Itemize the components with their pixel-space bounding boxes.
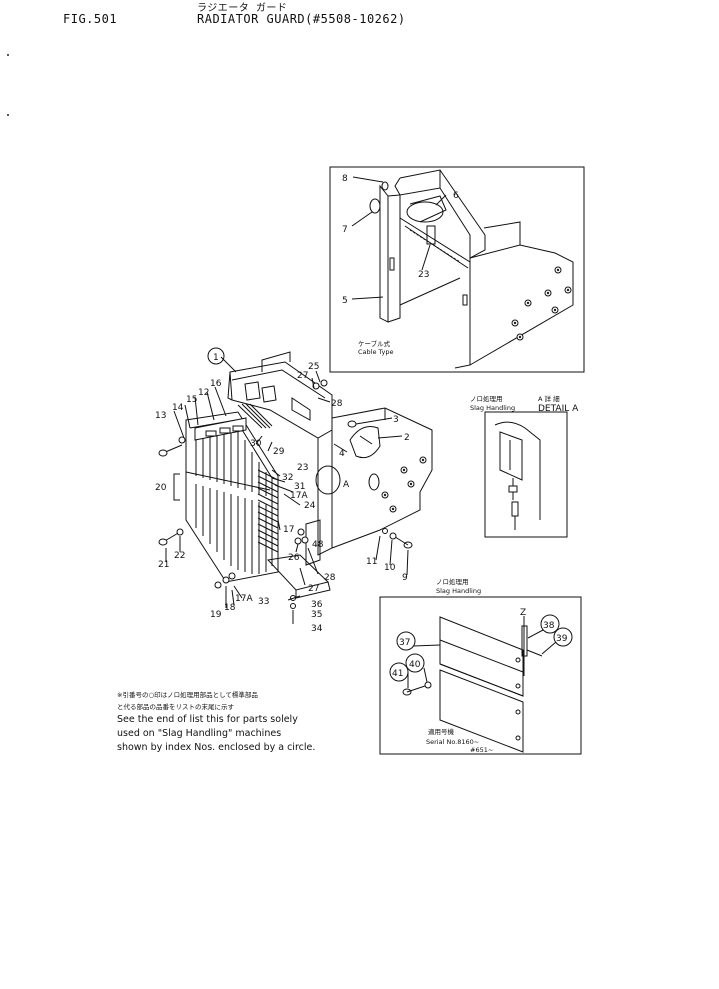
axis-z-label: Z	[520, 608, 526, 618]
callout-20: 19	[210, 610, 222, 620]
caption-en-line-1: See the end of list this for parts solel…	[117, 714, 298, 725]
callout-29-top: 28	[331, 399, 343, 409]
serial-number-range: Serial No.8160~	[426, 738, 479, 746]
main-leaders	[165, 356, 409, 608]
detail-a-marker: A	[343, 480, 350, 490]
callout-40: 39	[556, 634, 568, 644]
slag-handling-label2: Slag Handling	[436, 587, 481, 595]
callout-11: 11	[366, 557, 377, 567]
callout-33: 32	[282, 473, 293, 483]
slag-handling-inset-frame	[379, 596, 582, 755]
callout-7: 7	[342, 225, 348, 235]
callout-31: 30	[250, 439, 262, 449]
callout-10: 10	[384, 563, 396, 573]
fasteners	[158, 379, 413, 624]
figure-title: RADIATOR GUARD(#5508-10262)	[197, 12, 406, 26]
callout-21: 20	[155, 483, 167, 493]
serial-label-jp: 適用号機	[428, 727, 455, 736]
callout-23: 22	[174, 551, 185, 561]
callout-38: 37	[399, 638, 410, 648]
cable-type-inset-frame	[329, 166, 585, 373]
slag-inset-leaders	[407, 616, 557, 688]
cable-type-leaders	[351, 176, 447, 300]
detail-a-label: DETAIL A	[538, 404, 579, 414]
callout-3: 3	[393, 415, 399, 425]
caption-en-line-3: shown by index Nos. enclosed by a circle…	[117, 742, 316, 753]
callout-25: 24	[304, 501, 316, 511]
detail-a-label-jp: A 詳 細	[538, 394, 560, 403]
callout-18: 17A	[235, 594, 253, 604]
radiator-guard-frame	[227, 351, 433, 599]
callout-38-circle	[396, 631, 416, 651]
callout-24-main: 23	[297, 463, 308, 473]
callout-42-circle	[389, 662, 409, 682]
serial-number-range-2: #651~	[470, 746, 493, 754]
callout-6: 6	[453, 191, 459, 201]
callout-5: 5	[342, 296, 348, 306]
callout-4: 4	[339, 449, 345, 459]
radiator-grille	[173, 403, 279, 583]
callout-30: 29	[273, 447, 285, 457]
callout-28-bottom: 27	[308, 584, 319, 594]
callout-19: 18	[224, 603, 236, 613]
callout-17A: 17A	[290, 491, 308, 501]
callout-41: 40	[409, 660, 421, 670]
callout-42: 41	[392, 669, 403, 679]
callout-37: 36	[311, 600, 323, 610]
detail-a-drawing	[494, 421, 541, 530]
title-japanese: ラジエータ ガード	[197, 3, 288, 14]
callout-1: 1	[213, 353, 219, 363]
callout-39: 38	[543, 621, 555, 631]
figure-number: FIG.501	[63, 12, 118, 26]
callout-1-circle	[207, 347, 225, 365]
callout-39-circle	[540, 614, 560, 634]
callout-41-circle	[405, 653, 425, 673]
cable-type-label-jp: ケーブル式	[358, 339, 391, 348]
callout-2: 2	[404, 433, 410, 443]
callout-26: 25	[308, 362, 319, 372]
callout-15: 15	[186, 395, 197, 405]
callout-9: 9	[402, 573, 408, 583]
callout-12: 12	[198, 388, 209, 398]
callout-35: 34	[311, 624, 323, 634]
slag-handling-label: Slag Handling	[470, 404, 515, 412]
callout-32: 31	[294, 482, 305, 492]
callout-40-circle	[553, 627, 573, 647]
cable-type-label: Cable Type	[358, 348, 393, 356]
slag-handling-label-jp: ノロ処理用	[470, 394, 503, 403]
callout-36: 35	[311, 610, 322, 620]
caption-jp-line-2: と代る部品の品番をリストの末尾に示す	[117, 703, 234, 711]
callout-28-top: 27	[297, 371, 308, 381]
callout-48: 48	[312, 540, 324, 550]
caption-jp-line-1: ※引番号の○印はノロ処理用部品として標準部品	[117, 691, 258, 699]
callout-22: 21	[158, 560, 169, 570]
callout-8: 8	[342, 174, 348, 184]
callout-29-bottom: 28	[324, 573, 336, 583]
detail-a-inset-frame	[484, 411, 568, 538]
slag-plates-drawing	[402, 616, 543, 753]
caption-en-line-2: used on "Slag Handling" machines	[117, 728, 282, 739]
callout-24-inset: 23	[418, 270, 429, 280]
callout-13: 13	[155, 411, 166, 421]
callout-34: 33	[258, 597, 269, 607]
callout-17: 17	[283, 525, 294, 535]
slag-handling-label2-jp: ノロ処理用	[436, 577, 469, 586]
callout-14: 14	[172, 403, 184, 413]
cable-type-guard-drawing	[369, 169, 574, 369]
callout-16: 16	[210, 379, 222, 389]
callout-27: 26	[288, 553, 300, 563]
